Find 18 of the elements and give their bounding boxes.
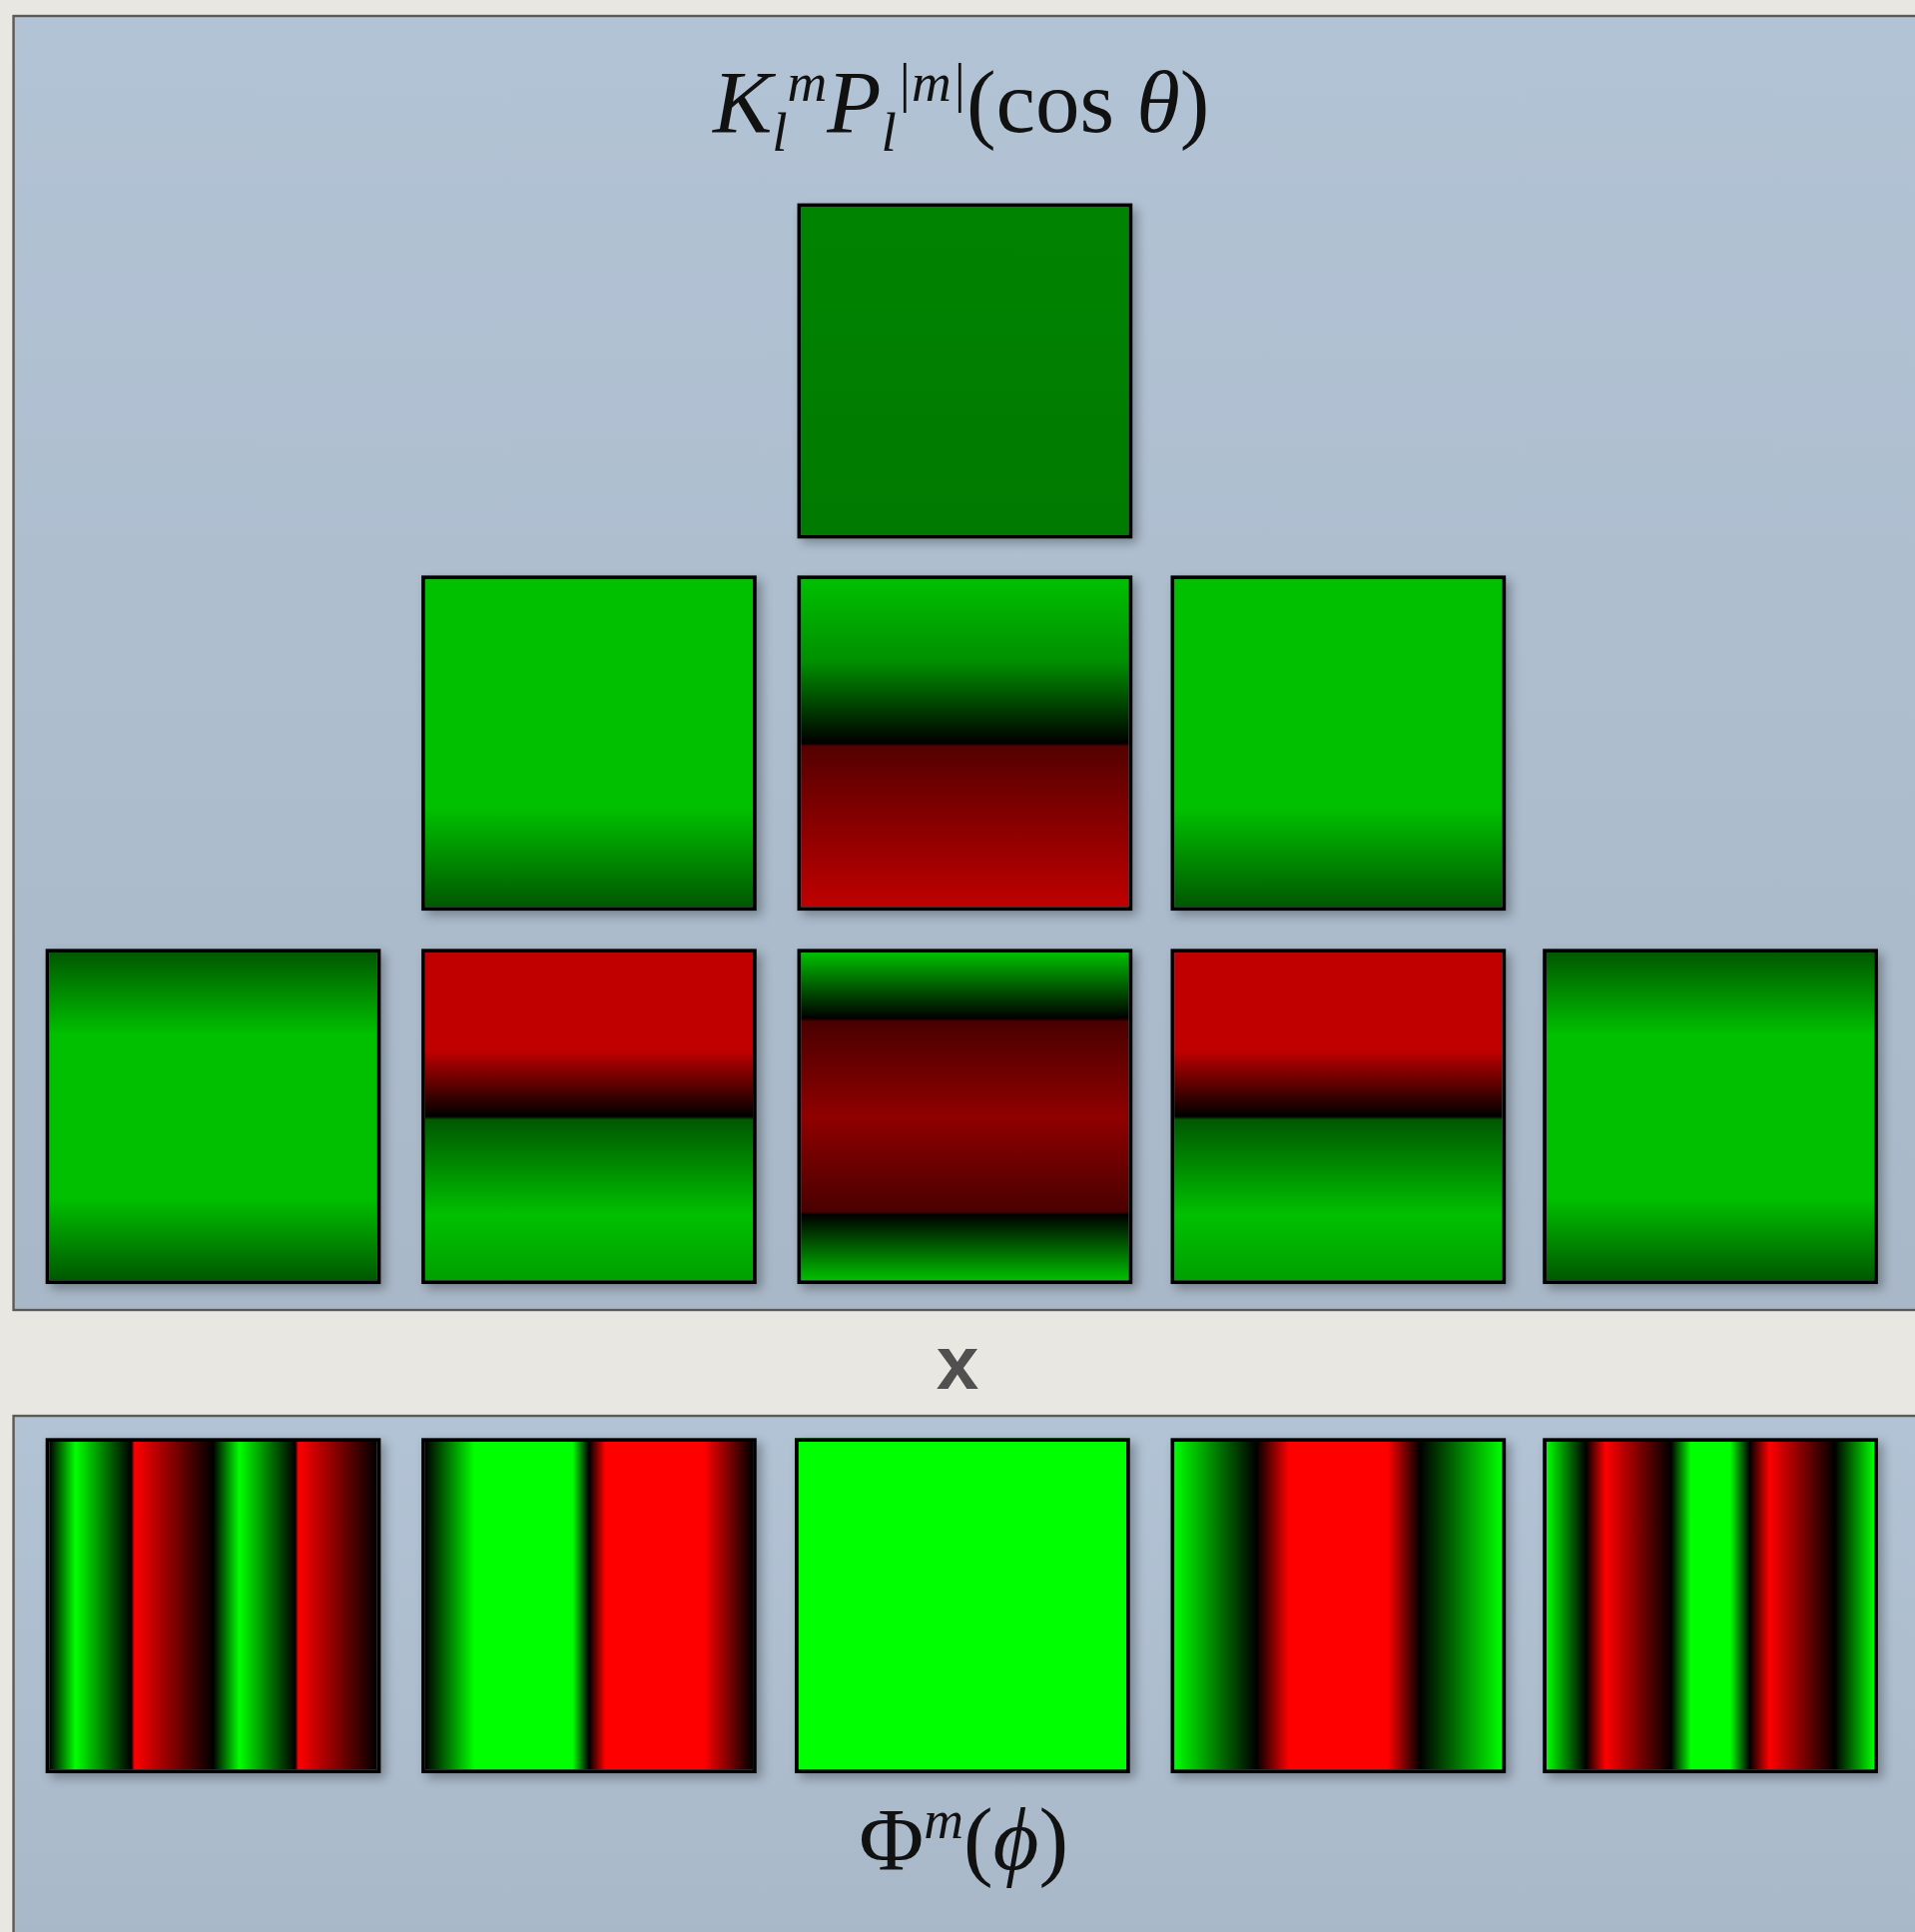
gradient-square: [1543, 1438, 1878, 1773]
gradient-square: [1543, 949, 1878, 1285]
gradient-square: [1170, 949, 1507, 1285]
gradient-square: [45, 949, 381, 1285]
gradient-square: [797, 949, 1133, 1285]
panel-background: [12, 1414, 1915, 1932]
gradient-square: [795, 1438, 1130, 1773]
gradient-square: [797, 575, 1133, 912]
gradient-square: [1170, 575, 1507, 912]
gradient-square: [421, 1438, 757, 1773]
panel-background: [12, 14, 1915, 1312]
gradient-square: [1170, 1438, 1507, 1773]
gradient-square: [45, 1438, 381, 1773]
gradient-square: [421, 949, 757, 1285]
multiply-sign: x: [936, 1319, 979, 1405]
formula-label: K$_{l}$$^{m}$P$_{l}$$^{|m|}$(cos θ): [712, 55, 1210, 161]
gradient-square: [421, 575, 757, 912]
gradient-square: [797, 203, 1133, 539]
